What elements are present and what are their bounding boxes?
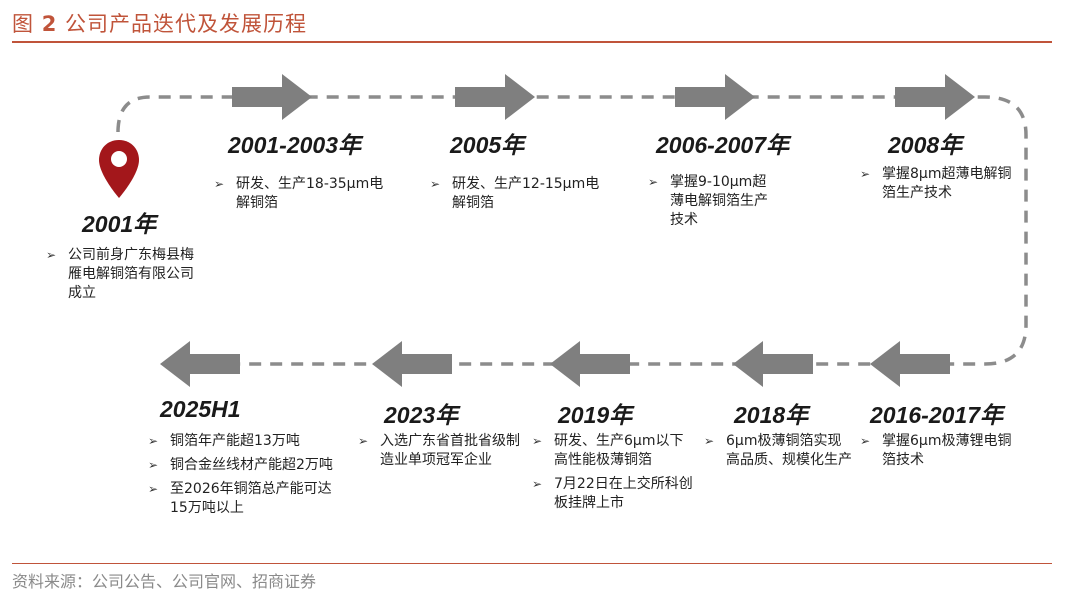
- milestone-list-2001: 公司前身广东梅县梅雁电解铜箔有限公司成立: [44, 246, 202, 308]
- milestone-item: 研发、生产12-15μm电解铜箔: [428, 175, 606, 213]
- milestone-list-2008: 掌握8μm超薄电解铜箔生产技术: [858, 165, 1018, 208]
- year-label-2008: 2008年: [888, 132, 963, 158]
- block-arrow-icon: [733, 341, 813, 387]
- milestone-item: 研发、生产6μm以下高性能极薄铜箔: [530, 432, 694, 470]
- milestone-list-2023: 入选广东省首批省级制造业单项冠军企业: [356, 432, 520, 475]
- dashed-path: [116, 95, 1028, 366]
- year-label-2001: 2001年: [82, 211, 157, 237]
- milestone-item: 6μm极薄铜箔实现高品质、规模化生产: [702, 432, 852, 470]
- figure-title: 图 2 公司产品迭代及发展历程: [12, 8, 307, 38]
- block-arrow-icon: [160, 341, 240, 387]
- year-label-2001-2003: 2001-2003年: [228, 132, 361, 158]
- year-label-2025h1: 2025H1: [160, 396, 241, 422]
- year-label-2005: 2005年: [450, 132, 525, 158]
- year-label-2016-2017: 2016-2017年: [870, 402, 1003, 428]
- milestone-list-2016-2017: 掌握6μm极薄锂电铜箔技术: [858, 432, 1018, 475]
- milestone-item: 研发、生产18-35μm电解铜箔: [212, 175, 392, 213]
- source-note: 资料来源：公司公告、公司官网、招商证券: [12, 572, 317, 591]
- arrows-group: [160, 74, 975, 387]
- map-marker-icon: [99, 140, 139, 198]
- milestone-list-2018: 6μm极薄铜箔实现高品质、规模化生产: [702, 432, 852, 475]
- milestone-list-2025h1: 铜箔年产能超13万吨 铜合金丝线材产能超2万吨 至2026年铜箔总产能可达15万…: [146, 432, 342, 523]
- milestone-item: 铜箔年产能超13万吨: [146, 432, 342, 451]
- block-arrow-icon: [895, 74, 975, 120]
- year-label-2018: 2018年: [734, 402, 809, 428]
- milestone-list-2005: 研发、生产12-15μm电解铜箔: [428, 175, 606, 218]
- figure-label: 图: [12, 12, 34, 36]
- milestone-item: 掌握9-10μm超薄电解铜箔生产技术: [646, 173, 774, 230]
- block-arrow-icon: [372, 341, 452, 387]
- figure-title-text: 公司产品迭代及发展历程: [65, 12, 307, 36]
- milestone-item: 公司前身广东梅县梅雁电解铜箔有限公司成立: [44, 246, 202, 303]
- milestone-list-2006-2007: 掌握9-10μm超薄电解铜箔生产技术: [646, 173, 774, 235]
- block-arrow-icon: [675, 74, 755, 120]
- milestone-item: 入选广东省首批省级制造业单项冠军企业: [356, 432, 520, 470]
- figure-number: 2: [41, 12, 58, 36]
- block-arrow-icon: [455, 74, 535, 120]
- milestone-item: 7月22日在上交所科创板挂牌上市: [530, 475, 694, 513]
- title-divider: [12, 41, 1052, 43]
- milestone-list-2001-2003: 研发、生产18-35μm电解铜箔: [212, 175, 392, 218]
- milestone-list-2019: 研发、生产6μm以下高性能极薄铜箔 7月22日在上交所科创板挂牌上市: [530, 432, 694, 518]
- milestone-item: 铜合金丝线材产能超2万吨: [146, 456, 342, 475]
- source-divider: [12, 563, 1052, 564]
- block-arrow-icon: [550, 341, 630, 387]
- block-arrow-icon: [232, 74, 312, 120]
- year-label-2023: 2023年: [384, 402, 459, 428]
- milestone-item: 掌握8μm超薄电解铜箔生产技术: [858, 165, 1018, 203]
- milestone-item: 掌握6μm极薄锂电铜箔技术: [858, 432, 1018, 470]
- year-label-2006-2007: 2006-2007年: [656, 132, 789, 158]
- year-label-2019: 2019年: [558, 402, 633, 428]
- milestone-item: 至2026年铜箔总产能可达15万吨以上: [146, 480, 342, 518]
- block-arrow-icon: [870, 341, 950, 387]
